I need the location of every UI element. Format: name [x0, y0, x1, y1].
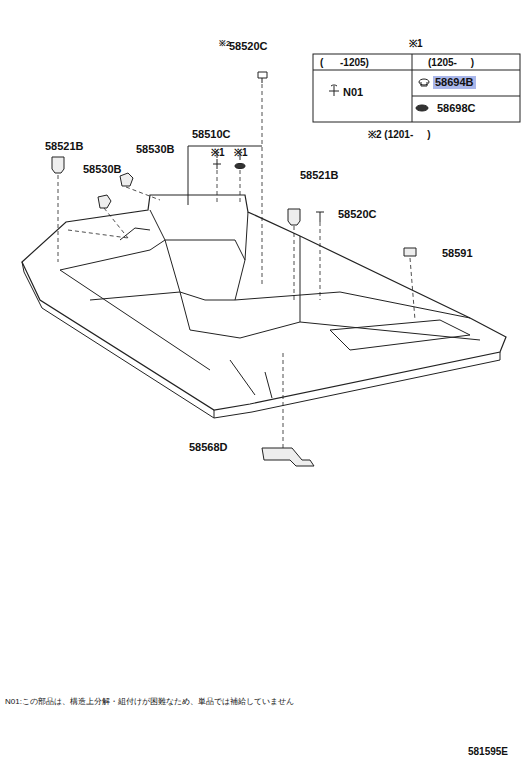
part-number: 58568D	[189, 441, 228, 454]
part-number: ※2	[219, 39, 230, 48]
part-number: 58520C	[338, 208, 377, 221]
part-number: 58698C	[437, 102, 476, 115]
part-number: N01	[343, 86, 363, 99]
part-number: 58530B	[136, 143, 175, 156]
part-number: ※1	[409, 38, 423, 50]
part-number: 58521B	[300, 169, 339, 182]
part-number: 58520C	[229, 40, 268, 53]
figure-number: 581595E	[468, 746, 508, 758]
part-number: 58530B	[83, 163, 122, 176]
part-number: 58694B	[433, 76, 476, 89]
note-text: N01:この部品は、構造上分解・組付けが困難なため、単品では補給していません	[5, 697, 294, 706]
table-frame	[313, 54, 520, 122]
part-number: ※2 (1201- )	[368, 129, 430, 141]
part-number: ※1	[234, 147, 248, 159]
part-number: ( -1205)	[320, 57, 369, 69]
part-number: ※1	[211, 147, 225, 159]
part-number: 58510C	[192, 128, 231, 141]
part-number: 58521B	[45, 140, 84, 153]
part-number: 58591	[442, 247, 473, 260]
part-number: (1205- )	[428, 57, 474, 69]
